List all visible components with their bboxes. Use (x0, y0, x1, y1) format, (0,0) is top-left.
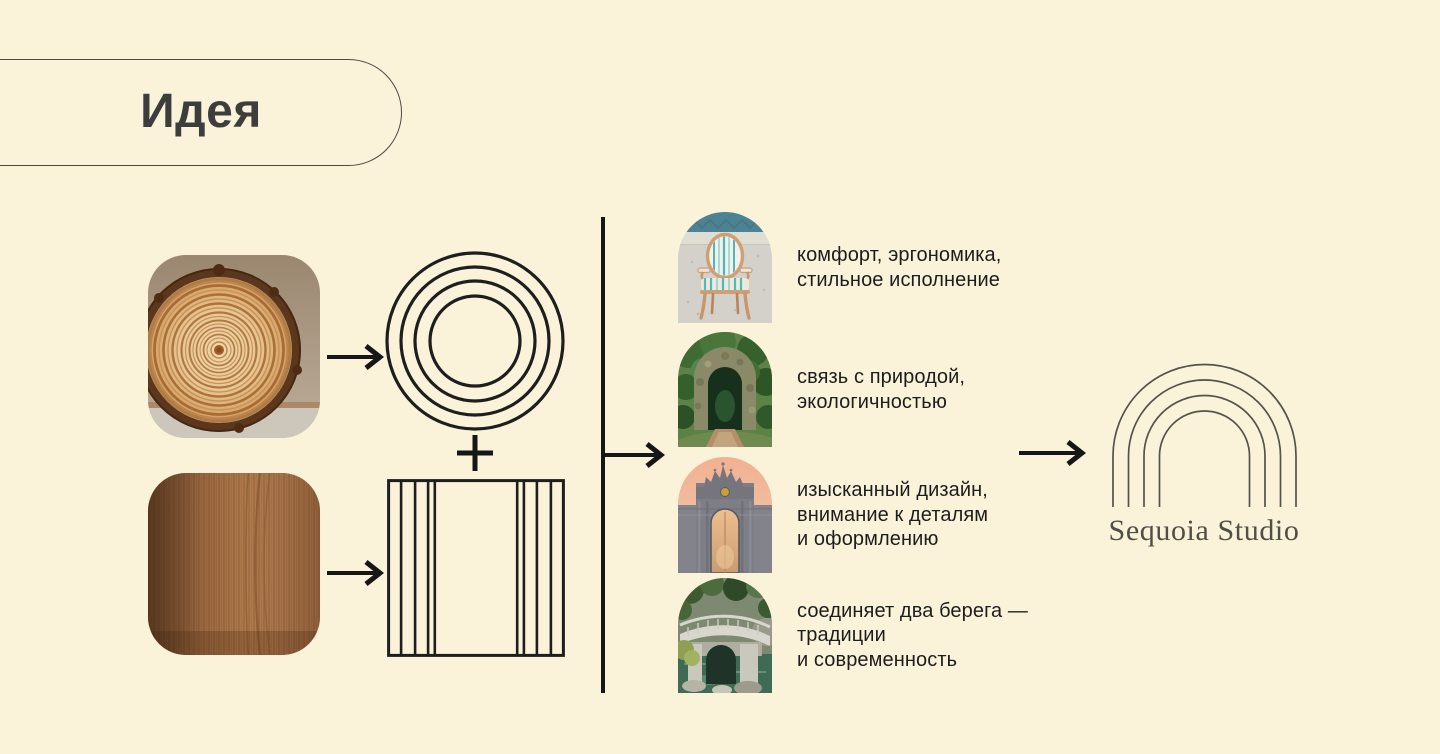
wood-grain-photo (148, 473, 320, 655)
brand-name: Sequoia Studio (1108, 514, 1300, 547)
value-item: изысканный дизайн, внимание к деталям и … (678, 457, 988, 573)
value-item: связь с природой, экологичностью (678, 332, 965, 447)
value-item: соединяет два берега — традиции и соврем… (678, 578, 1028, 693)
garden-arch-photo (678, 332, 772, 447)
palace-gate-photo (678, 457, 772, 573)
arrow-right-icon (327, 344, 384, 370)
concentric-circles-icon (385, 251, 565, 431)
title-pill (0, 59, 402, 166)
value-label: изысканный дизайн, внимание к деталям и … (797, 479, 989, 551)
value-label: комфорт, эргономика, стильное исполнение (797, 244, 1002, 291)
divider-line (601, 217, 605, 693)
tree-rings-photo (148, 255, 320, 438)
value-label: соединяет два берега — традиции и соврем… (797, 599, 1029, 671)
vertical-lines-square-icon (387, 479, 565, 657)
stone-bridge-photo (678, 578, 772, 693)
brand-logo-arches-icon (1112, 363, 1297, 507)
value-item: комфорт, эргономика, стильное исполнение (678, 212, 1001, 323)
page-title: Идея (140, 84, 262, 138)
arrow-right-icon (604, 442, 665, 468)
plus-icon (457, 435, 493, 471)
arrow-right-icon (1019, 440, 1086, 466)
armchair-photo (678, 212, 772, 323)
arrow-right-icon (327, 560, 384, 586)
value-label: связь с природой, экологичностью (797, 366, 966, 413)
